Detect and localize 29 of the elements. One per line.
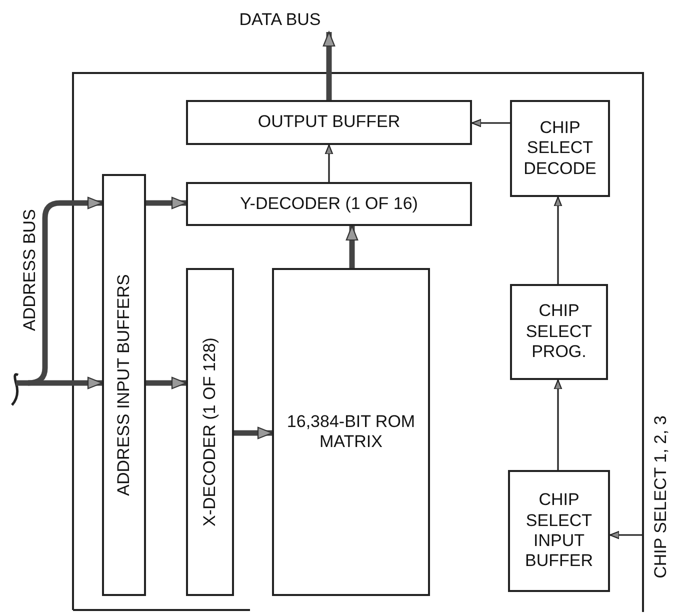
signal-label: CHIP SELECT 1, 2, 3 <box>651 416 671 578</box>
arrow <box>609 530 643 540</box>
arrow <box>471 118 510 128</box>
bus-arrow <box>322 31 336 100</box>
signal-label: ADDRESS BUS <box>20 209 40 331</box>
bus-arrow <box>16 376 103 390</box>
bus-arrow <box>146 376 187 390</box>
block-box <box>186 182 472 226</box>
block-box <box>102 174 146 596</box>
block-box <box>510 284 608 380</box>
arrow <box>554 196 562 284</box>
block-label: Y-DECODER (1 OF 16) <box>240 194 418 214</box>
block-label: ADDRESS INPUT BUFFERS <box>114 274 134 496</box>
block-label: 16,384-BIT ROM MATRIX <box>286 412 416 452</box>
block-label: CHIP SELECT DECODE <box>522 118 598 180</box>
block-box <box>186 268 234 596</box>
block-label: OUTPUT BUFFER <box>258 112 400 133</box>
block-box <box>272 268 430 596</box>
bus-arrow <box>346 225 358 268</box>
bus-arrow <box>146 196 187 210</box>
block-box <box>510 100 610 197</box>
block-box <box>508 470 610 592</box>
bus-arrow <box>234 426 273 440</box>
block-box <box>186 100 472 145</box>
block-label: X-DECODER (1 OF 128) <box>200 338 220 526</box>
block-label: CHIP SELECT PROG. <box>524 301 594 363</box>
block-label: CHIP SELECT INPUT BUFFER <box>524 490 594 572</box>
arrow <box>324 144 334 182</box>
arrow <box>554 379 562 470</box>
